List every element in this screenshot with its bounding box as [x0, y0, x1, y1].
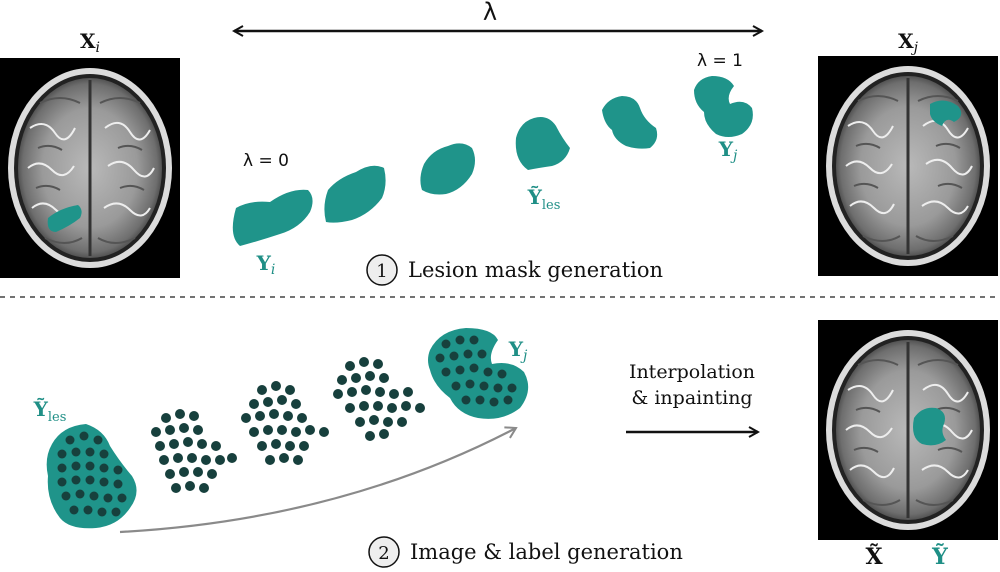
label-yj-top-main: Y: [718, 137, 734, 161]
mask-shape-2: [324, 165, 386, 223]
label-xi-main: X: [80, 29, 96, 53]
label-yles-bottom: Ỹles: [33, 397, 67, 425]
label-xj-sub: j: [911, 40, 919, 56]
process-label-line2: & inpainting: [631, 387, 752, 409]
brain-image-output: [816, 318, 1000, 542]
mask-shape-6: [694, 76, 753, 137]
label-xj-main: X: [898, 29, 914, 53]
label-yles-bottom-main: Ỹ: [33, 397, 49, 421]
lesion-output: [913, 407, 946, 446]
label-xi: Xi: [80, 29, 100, 56]
label-yj-bottom-main: Y: [508, 337, 524, 361]
label-yles-top: Ỹles: [527, 185, 561, 213]
mask-shape-5: [602, 96, 658, 149]
mask-shape-4: [515, 117, 570, 170]
mask-shape-3: [420, 143, 475, 195]
step-2-title: Image & label generation: [410, 540, 683, 564]
label-output-mask: Ỹ: [931, 543, 948, 570]
dot-cluster-4: [333, 357, 425, 441]
brain-image-xi: [0, 56, 182, 280]
dot-cluster-3: [241, 381, 329, 465]
dot-cluster-2: [151, 409, 237, 493]
step-1-title: Lesion mask generation: [408, 258, 663, 282]
label-xj: Xj: [898, 29, 919, 56]
label-output-image: X̃: [865, 544, 883, 570]
label-yi-main: Y: [256, 251, 272, 275]
lambda-start-label: λ = 0: [243, 151, 289, 171]
label-yj-top-sub: j: [730, 148, 738, 164]
label-yi-sub: i: [271, 262, 275, 278]
lesion-xj: [930, 100, 962, 126]
lambda-end-label: λ = 1: [697, 51, 743, 71]
label-yi: Yi: [256, 251, 276, 278]
brain-image-xj: [816, 54, 1000, 278]
label-yj-bottom-sub: j: [520, 348, 528, 364]
curved-arrow-icon: [119, 426, 518, 534]
label-xi-sub: i: [96, 40, 100, 56]
target-lesion-shape: [428, 328, 529, 419]
lambda-symbol: λ: [483, 0, 497, 26]
step-1-number: 1: [376, 261, 387, 282]
label-yj-bottom: Yj: [508, 337, 528, 364]
label-yles-bottom-sub: les: [48, 410, 67, 425]
label-yles-top-sub: les: [542, 198, 561, 213]
target-lesion-dots: [435, 335, 517, 407]
process-label-line1: Interpolation: [629, 361, 755, 383]
mask-shape-1: [232, 189, 313, 246]
label-yj-top: Yj: [718, 137, 738, 164]
step-2-number: 2: [378, 543, 389, 564]
step-1-circle: [366, 254, 398, 286]
lesion-xi: [47, 205, 82, 232]
label-yles-top-main: Ỹ: [527, 185, 543, 209]
step-2-circle: [368, 536, 400, 568]
source-lesion-dots: [57, 431, 127, 517]
